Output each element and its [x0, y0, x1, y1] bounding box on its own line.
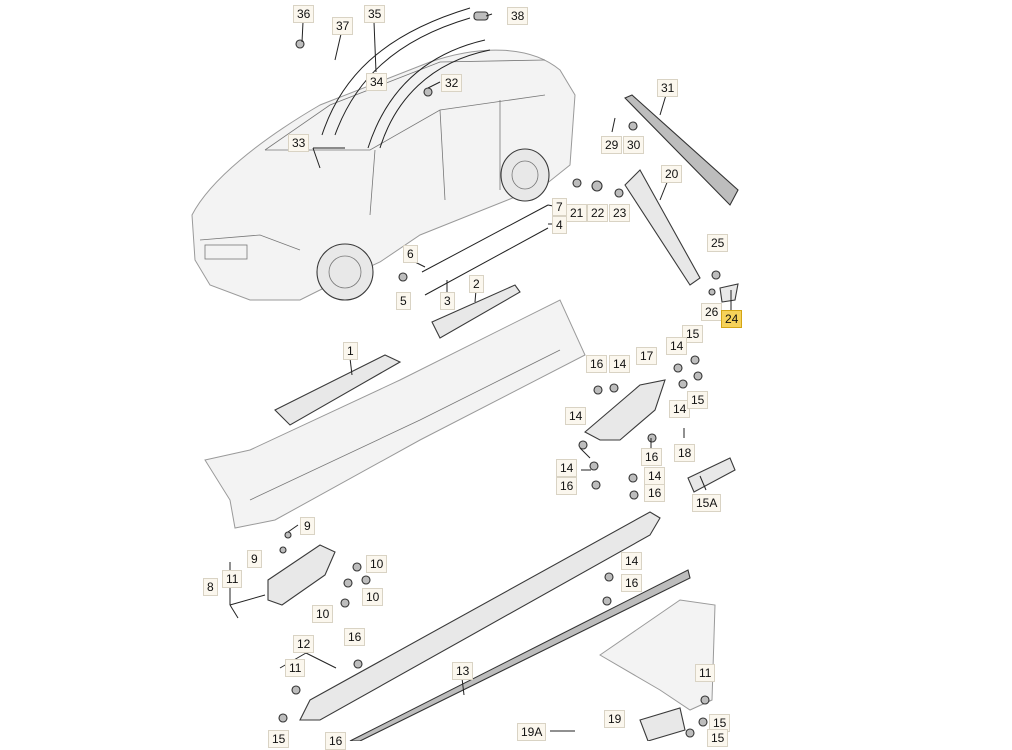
- callout-10: 10: [362, 588, 384, 606]
- callout-9: 9: [300, 517, 315, 535]
- callout-37: 37: [332, 17, 354, 35]
- callout-16: 16: [641, 448, 663, 466]
- callout-11: 11: [695, 664, 716, 682]
- callout-8: 8: [203, 578, 218, 596]
- callout-33: 33: [288, 134, 310, 152]
- sill-strips: [274, 284, 521, 426]
- body-side-panel: [204, 299, 586, 529]
- callout-5: 5: [396, 292, 411, 310]
- callout-24: 24: [721, 310, 743, 328]
- callout-16: 16: [586, 355, 608, 373]
- callout-11: 11: [222, 570, 243, 588]
- callout-20: 20: [661, 165, 683, 183]
- callout-2: 2: [469, 275, 484, 293]
- callout-3: 3: [440, 292, 455, 310]
- callout-11: 11: [285, 659, 306, 677]
- callout-14: 14: [565, 407, 587, 425]
- callout-10: 10: [312, 605, 334, 623]
- callout-16: 16: [325, 732, 347, 750]
- callout-14: 14: [556, 459, 578, 477]
- callout-10: 10: [366, 555, 388, 573]
- callout-9: 9: [247, 550, 262, 568]
- callout-1: 1: [343, 342, 358, 360]
- callout-15: 15: [687, 391, 709, 409]
- callout-21: 21: [566, 204, 588, 222]
- callout-16: 16: [556, 477, 578, 495]
- callout-23: 23: [609, 204, 631, 222]
- side-skirt: [299, 511, 691, 742]
- callout-14: 14: [621, 552, 643, 570]
- sealant-tube: [687, 457, 736, 493]
- callout-29: 29: [601, 136, 623, 154]
- wheel-arch-corner: [599, 599, 716, 711]
- callout-16: 16: [344, 628, 366, 646]
- callout-38: 38: [507, 7, 529, 25]
- pillar-trims: [624, 94, 739, 303]
- callout-26: 26: [701, 303, 723, 321]
- fasteners: [278, 39, 721, 738]
- callout-16: 16: [621, 574, 643, 592]
- callout-17: 17: [636, 347, 658, 365]
- roof-trim-strips: [321, 7, 491, 149]
- callout-4: 4: [552, 216, 567, 234]
- callout-6: 6: [403, 245, 418, 263]
- callout-31: 31: [657, 79, 679, 97]
- callout-14: 14: [644, 467, 666, 485]
- callout-18: 18: [674, 444, 696, 462]
- callout-15: 15: [268, 730, 290, 748]
- callout-7: 7: [552, 198, 567, 216]
- door-mouldings: [421, 204, 549, 296]
- callout-14: 14: [666, 337, 688, 355]
- brackets: [267, 544, 686, 742]
- callout-32: 32: [441, 74, 463, 92]
- callout-34: 34: [366, 73, 388, 91]
- callout-12: 12: [293, 635, 315, 653]
- bracket-17: [584, 379, 666, 441]
- callout-15A: 15A: [692, 494, 722, 512]
- callout-15: 15: [707, 729, 729, 747]
- callout-22: 22: [587, 204, 609, 222]
- leader-lines: [229, 13, 732, 732]
- callout-35: 35: [364, 5, 386, 23]
- callout-13: 13: [452, 662, 474, 680]
- callout-14: 14: [609, 355, 631, 373]
- callout-25: 25: [707, 234, 729, 252]
- callout-14: 14: [669, 400, 691, 418]
- car-illustration: [191, 49, 576, 301]
- callout-36: 36: [293, 5, 315, 23]
- callout-19: 19: [604, 710, 626, 728]
- callout-30: 30: [623, 136, 645, 154]
- callout-19A: 19A: [517, 723, 547, 741]
- callout-16: 16: [644, 484, 666, 502]
